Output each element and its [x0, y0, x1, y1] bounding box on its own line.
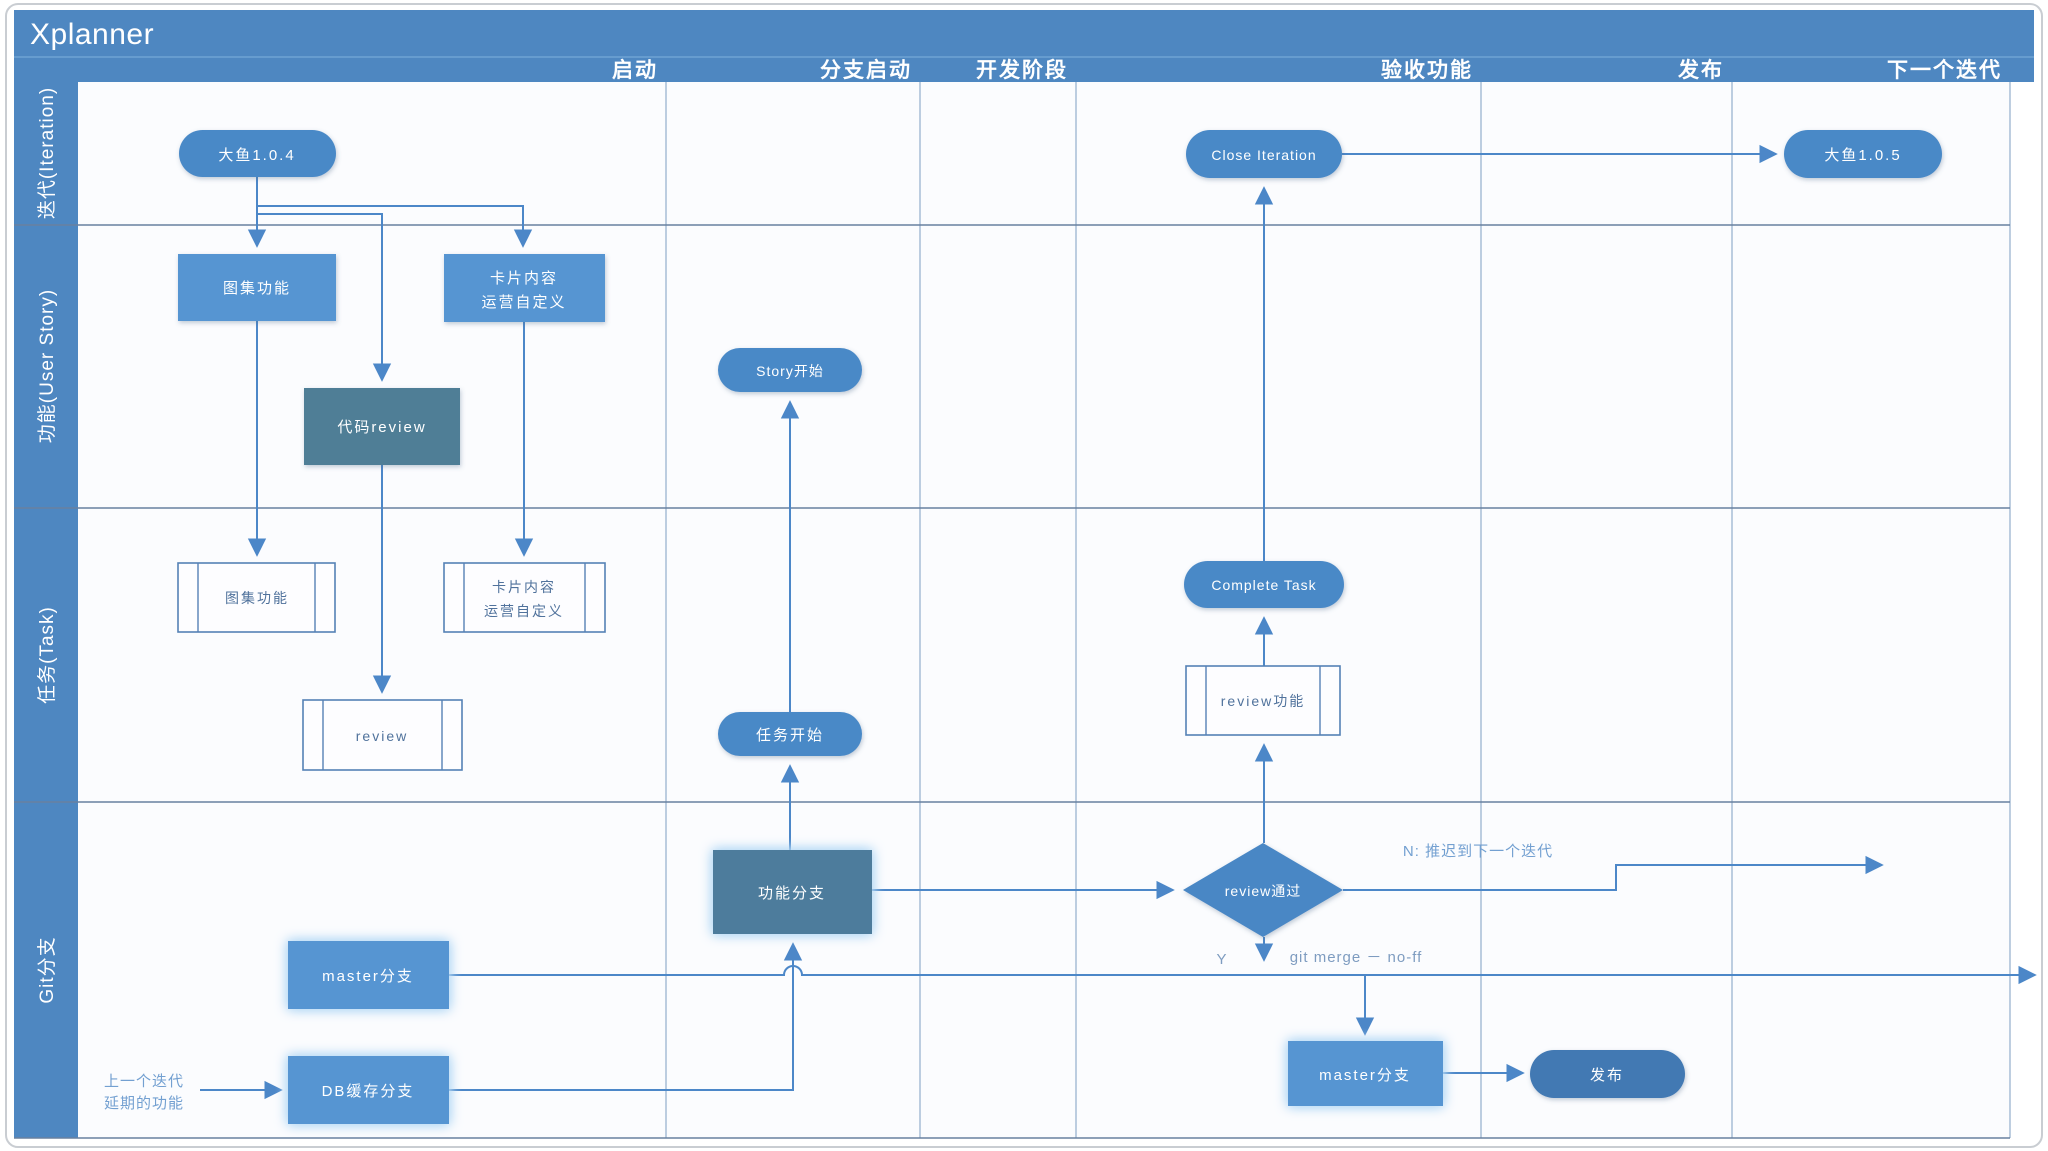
master-branch-start-shape [288, 941, 449, 1009]
feature-branch-label: 功能分支 [758, 885, 826, 902]
page-title: Xplanner [30, 18, 154, 51]
node-review-task: review [302, 699, 463, 771]
code-review-label: 代码review [337, 419, 426, 436]
code-review-shape [304, 388, 460, 465]
story-start-label: Story开始 [756, 363, 824, 379]
review-pass-label: review通过 [1225, 883, 1301, 899]
lane-label-git-branch: Git分支 [36, 936, 58, 1003]
connector-iteration-to-kapian [257, 205, 533, 248]
complete-task-label: Complete Task [1211, 577, 1316, 593]
review-pass-shape [1183, 843, 1343, 937]
node-kapian-story: 卡片内容 运营自定义 [444, 254, 605, 322]
kapian-task-shape [443, 562, 606, 633]
node-kapian-task: 卡片内容 运营自定义 [443, 562, 606, 633]
lane-label-task: 任务(Task) [36, 606, 58, 704]
release-shape [1530, 1050, 1685, 1098]
column-header-branch-start: 分支启动 [820, 58, 912, 82]
kapian-story-label-line1: 卡片内容 [490, 270, 558, 287]
title-bar [14, 10, 2034, 57]
task-start-shape [718, 712, 862, 756]
yes-branch-label: Y [1216, 951, 1227, 968]
kapian-story-label-line2: 运营自定义 [481, 294, 566, 311]
node-complete-task: Complete Task [1184, 561, 1344, 608]
review-task-shape [302, 699, 463, 771]
complete-task-shape [1184, 561, 1344, 608]
tuji-task-label: 图集功能 [225, 590, 289, 606]
connector-db-branch-to-feature-branch [449, 942, 803, 1091]
close-iteration-label: Close Iteration [1211, 147, 1316, 163]
node-story-start: Story开始 [718, 348, 862, 392]
node-master-branch-start: master分支 [288, 941, 449, 1009]
dayu-1-0-4-label: 大鱼1.0.4 [218, 146, 295, 164]
node-tuji-task: 图集功能 [177, 562, 336, 633]
dayu-1-0-4-shape [179, 130, 336, 177]
tuji-story-label: 图集功能 [223, 280, 291, 297]
task-start-label: 任务开始 [756, 727, 824, 744]
db-cache-branch-shape [288, 1056, 449, 1124]
column-header-accept: 验收功能 [1381, 58, 1473, 82]
node-review-feature-task: review功能 [1185, 665, 1341, 736]
dayu-1-0-5-shape [1784, 130, 1942, 178]
defer-next-iteration-note: N: 推迟到下一个迭代 [1403, 843, 1553, 860]
master-branch-start-label: master分支 [322, 968, 414, 985]
close-iteration-shape [1186, 130, 1342, 178]
feature-branch-shape [713, 850, 872, 934]
node-db-cache-branch: DB缓存分支 [288, 1056, 449, 1124]
kapian-task-label-line2: 运营自定义 [484, 603, 564, 619]
db-cache-branch-label: DB缓存分支 [322, 1083, 415, 1100]
node-dayu-1-0-5: 大鱼1.0.5 [1784, 130, 1942, 178]
node-feature-branch: 功能分支 [713, 850, 872, 934]
column-header-dev: 开发阶段 [976, 58, 1068, 82]
kapian-task-label-line1: 卡片内容 [492, 579, 556, 595]
node-close-iteration: Close Iteration [1186, 130, 1342, 178]
review-feature-shape [1185, 665, 1341, 736]
lane-label-user-story: 功能(User Story) [36, 289, 58, 443]
node-task-start: 任务开始 [718, 712, 862, 756]
lane-label-strip [14, 82, 78, 1138]
column-header-band [14, 57, 2034, 82]
release-label: 发布 [1590, 1067, 1624, 1084]
node-master-branch-accept: master分支 [1288, 1041, 1443, 1106]
master-branch-accept-shape [1288, 1041, 1443, 1106]
node-release: 发布 [1530, 1050, 1685, 1098]
column-header-next-iteration: 下一个迭代 [1887, 59, 2002, 82]
node-tuji-story: 图集功能 [178, 254, 336, 321]
connector-review-pass-no-defer [1343, 855, 1884, 891]
column-header-release: 发布 [1677, 58, 1724, 82]
node-dayu-1-0-4: 大鱼1.0.4 [179, 130, 336, 177]
tuji-story-shape [178, 254, 336, 321]
lane-label-iteration: 迭代(Iteration) [36, 87, 58, 219]
connector-iteration-to-code-review [257, 213, 392, 382]
carryover-note-line2: 延期的功能 [104, 1095, 184, 1112]
node-review-pass-decision: review通过 [1183, 843, 1343, 937]
column-header-start: 启动 [612, 58, 658, 82]
master-branch-accept-label: master分支 [1319, 1067, 1411, 1084]
node-code-review: 代码review [304, 388, 460, 465]
tuji-task-shape [177, 562, 336, 633]
git-merge-note: git merge － no-ff [1290, 949, 1423, 966]
story-start-shape [718, 348, 862, 392]
review-task-label: review [356, 728, 408, 744]
dayu-1-0-5-label: 大鱼1.0.5 [1824, 146, 1901, 164]
kapian-story-shape [444, 254, 605, 322]
review-feature-label: review功能 [1221, 693, 1305, 709]
carryover-note-line1: 上一个迭代 [104, 1073, 184, 1090]
